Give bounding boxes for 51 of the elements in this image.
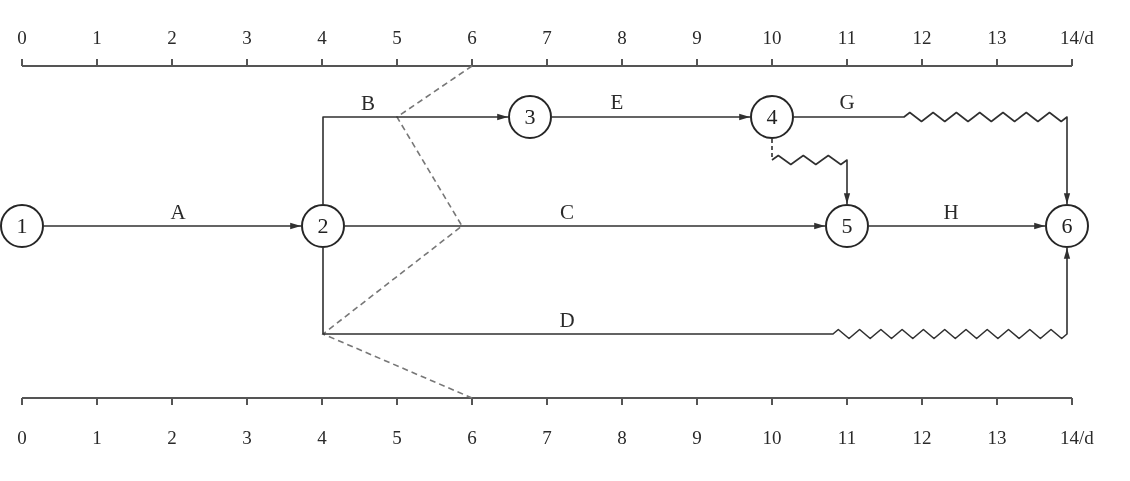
tick-label: 2 — [167, 27, 177, 47]
edge-label: A — [170, 201, 186, 223]
edge-label: H — [943, 201, 959, 223]
tick-label: 6 — [467, 27, 477, 47]
tick-label: 14/d — [1060, 27, 1094, 47]
tick-label: 6 — [467, 427, 477, 447]
activity-arrow — [868, 222, 1046, 230]
event-node: 3 — [508, 95, 552, 139]
edge-label: G — [839, 91, 855, 113]
tick-label: 13 — [987, 27, 1007, 47]
event-node: 4 — [750, 95, 794, 139]
tick-label: 10 — [762, 27, 782, 47]
activity-arrow — [322, 247, 1071, 340]
dummy-activity-arrow — [771, 138, 851, 205]
tick-label: 1 — [92, 427, 102, 447]
tick-label: 7 — [542, 27, 552, 47]
tick-label: 2 — [167, 427, 177, 447]
tick-label: 3 — [242, 27, 252, 47]
tick-label: 5 — [392, 27, 402, 47]
tick-label: 0 — [17, 27, 27, 47]
tick-label: 9 — [692, 27, 702, 47]
activity-arrow — [551, 113, 751, 121]
event-node: 5 — [825, 204, 869, 248]
event-node: 6 — [1045, 204, 1089, 248]
tick-label: 5 — [392, 427, 402, 447]
tick-label: 8 — [617, 427, 627, 447]
activity-arrow — [793, 111, 1071, 205]
tick-label: 11 — [837, 27, 857, 47]
edge-label: B — [361, 92, 375, 114]
tick-label: 9 — [692, 427, 702, 447]
tick-label: 4 — [317, 427, 327, 447]
tick-label: 10 — [762, 427, 782, 447]
tick-label: 14/d — [1060, 427, 1094, 447]
tick-label: 7 — [542, 427, 552, 447]
tick-label: 3 — [242, 427, 252, 447]
tick-label: 12 — [912, 27, 932, 47]
activity-arrow — [43, 222, 302, 230]
tick-label: 13 — [987, 427, 1007, 447]
edge-label: E — [610, 91, 624, 113]
edge-label: C — [560, 201, 574, 223]
tick-label: 11 — [837, 427, 857, 447]
activity-arrow — [344, 222, 826, 230]
tick-label: 1 — [92, 27, 102, 47]
activity-arrow — [322, 113, 509, 205]
edge-label: D — [559, 309, 575, 331]
event-node: 2 — [301, 204, 345, 248]
tick-label: 0 — [17, 427, 27, 447]
tick-label: 12 — [912, 427, 932, 447]
event-node: 1 — [0, 204, 44, 248]
tick-label: 4 — [317, 27, 327, 47]
tick-label: 8 — [617, 27, 627, 47]
